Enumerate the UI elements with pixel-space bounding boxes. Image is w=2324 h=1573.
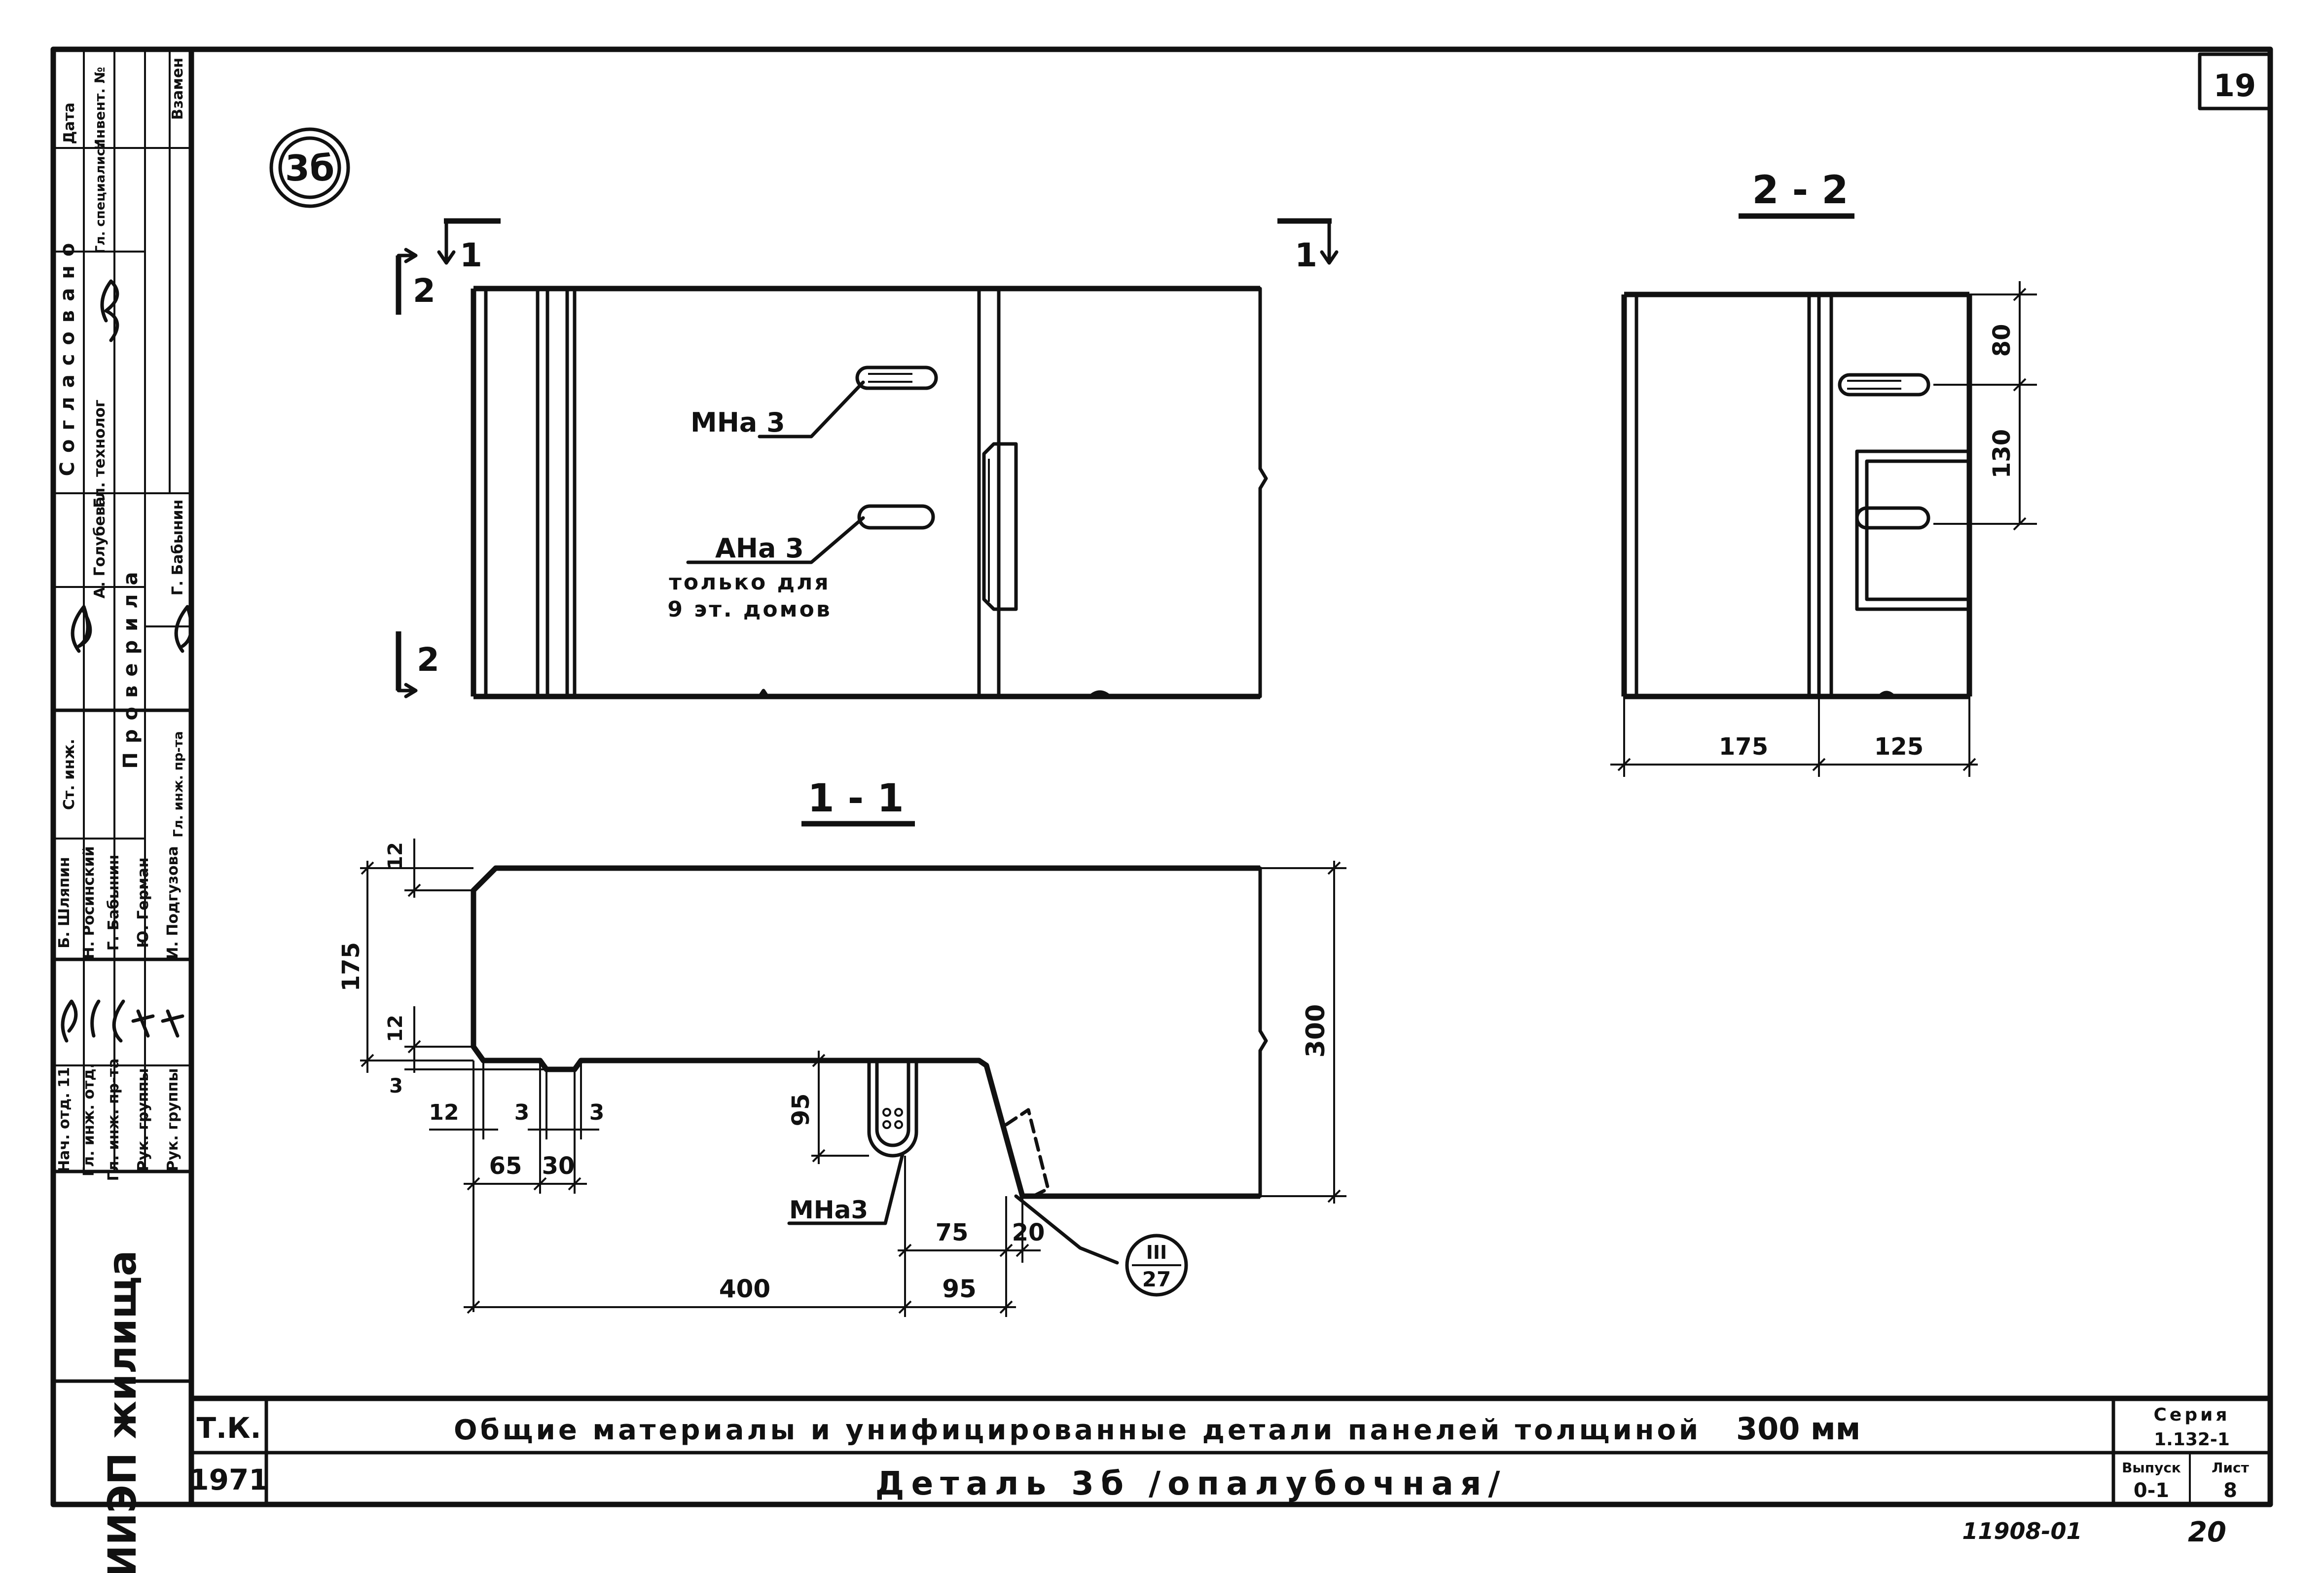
- sheet-number-box: [2198, 52, 2272, 110]
- title-code: Т.К.: [196, 1411, 261, 1445]
- stamp-check-role-1: Гл. инж. пр-та: [171, 731, 186, 838]
- dim-130: 130: [1988, 429, 2016, 478]
- sheet-label: Лист: [2212, 1460, 2249, 1476]
- series-value: 1.132-1: [2154, 1429, 2230, 1450]
- outer-frame: [50, 46, 2273, 1507]
- section-1-1-dims: [360, 839, 1346, 1317]
- section-1-1-title: 1 - 1: [807, 776, 904, 821]
- stamp-role-1: Нач. отд. 11: [56, 1067, 73, 1172]
- detail-mark-outer: [269, 127, 350, 208]
- section-1-1: [471, 865, 1268, 1201]
- stamp-approval-name-1: А. Голубева: [91, 497, 109, 599]
- stamp-col-date: Дата: [61, 103, 78, 145]
- detail-mark: 3б: [285, 147, 334, 189]
- dim-65: 65: [489, 1152, 522, 1180]
- dim-12-top: 12: [384, 842, 407, 870]
- dim-175-22: 175: [1719, 733, 1768, 761]
- stamp-col-inventory: Инвент. №: [92, 67, 108, 150]
- reference-bottom: 27: [1142, 1267, 1171, 1291]
- series-label: Серия: [2154, 1405, 2230, 1425]
- title-thickness: 300 мм: [1736, 1411, 1860, 1447]
- stamp-block: Согласовано Проверила Дата Инвент. № Вза…: [51, 49, 193, 1573]
- section-2-2-title: 2 - 2: [1752, 168, 1848, 213]
- reference-top: III: [1146, 1242, 1167, 1263]
- plan-note-1: только для: [669, 570, 830, 595]
- dim-95-h: 95: [942, 1275, 977, 1303]
- stamp-check-name-1: Г. Бабынин: [169, 500, 186, 596]
- plan-note-2: 9 эт. домов: [667, 597, 832, 622]
- dim-12-b: 12: [429, 1100, 459, 1125]
- cut-1-left: 1: [460, 236, 482, 274]
- section-label-mn: МНа3: [789, 1196, 868, 1224]
- stamp-name-5: И. Подгузова: [164, 846, 182, 959]
- dim-75: 75: [936, 1219, 969, 1246]
- sheet-number: 19: [2214, 68, 2256, 104]
- title-line-2: Деталь 3б /опалубочная/: [875, 1464, 1507, 1502]
- cut-2-bottom: 2: [417, 641, 439, 679]
- stamp-name-3: Г. Бабынин: [105, 855, 122, 951]
- reference-circle: [1125, 1234, 1188, 1297]
- stamp-role-4: Рук. группы: [135, 1068, 152, 1171]
- dim-95-v: 95: [787, 1094, 815, 1127]
- stamp-col-replaces: Взамен: [169, 58, 186, 120]
- dim-175-11: 175: [337, 942, 365, 991]
- dim-12-low: 12: [384, 1015, 407, 1042]
- issue-label: Выпуск: [2122, 1460, 2181, 1476]
- stamp-name-1: Б. Шляпин: [56, 857, 73, 948]
- stamp-name-2: Н. Росинский: [80, 846, 98, 959]
- stamp-senior-engineer: Ст. инж.: [61, 739, 78, 810]
- cut-1-right: 1: [1295, 236, 1317, 274]
- stamp-name-4: Ю. Герман: [135, 857, 152, 948]
- stamp-role-2: Гл. инж. отд.: [80, 1063, 98, 1176]
- dim-30: 30: [542, 1152, 575, 1180]
- dim-125-22: 125: [1874, 733, 1924, 761]
- dim-400: 400: [719, 1275, 770, 1303]
- stamp-approval-role-1: Гл. технолог: [91, 400, 109, 508]
- dim-80: 80: [1988, 324, 2016, 357]
- plan-view: [471, 286, 1268, 699]
- archive-number: 11908-01: [1962, 1518, 2082, 1544]
- stamp-approval-header: Согласовано: [56, 234, 79, 476]
- title-block: [189, 1395, 2272, 1506]
- dim-300: 300: [1301, 1004, 1331, 1058]
- stamp-approval-role-2: Гл. специалист: [93, 141, 108, 254]
- cut-2-top: 2: [413, 272, 436, 310]
- stamp-role-3: Гл. инж. пр-та: [105, 1059, 122, 1181]
- title-year: 1971: [189, 1463, 268, 1497]
- dim-3-b: 3: [589, 1100, 605, 1125]
- section-2-2: [1621, 292, 1972, 699]
- issue-value: 0-1: [2134, 1479, 2169, 1502]
- dim-20: 20: [1012, 1219, 1045, 1246]
- title-line-1: Общие материалы и унифицированные детали…: [454, 1414, 1701, 1446]
- cut-marks: [396, 218, 1339, 698]
- stamp-role-5: Рук. группы: [164, 1068, 182, 1171]
- section-2-2-dims: [1610, 281, 2037, 777]
- sheet-value: 8: [2223, 1479, 2237, 1502]
- plan-label-an: АНа 3: [715, 533, 804, 564]
- dim-3-left: 3: [389, 1075, 403, 1097]
- detail-mark-inner: [278, 136, 341, 199]
- dim-3-a: 3: [514, 1100, 530, 1125]
- page-number: 20: [2188, 1516, 2226, 1548]
- plan-label-mn: МНа 3: [690, 407, 785, 438]
- stamp-check-header: Проверила: [119, 563, 142, 769]
- stamp-organization: ЦНИИЭП жилища: [101, 1250, 145, 1573]
